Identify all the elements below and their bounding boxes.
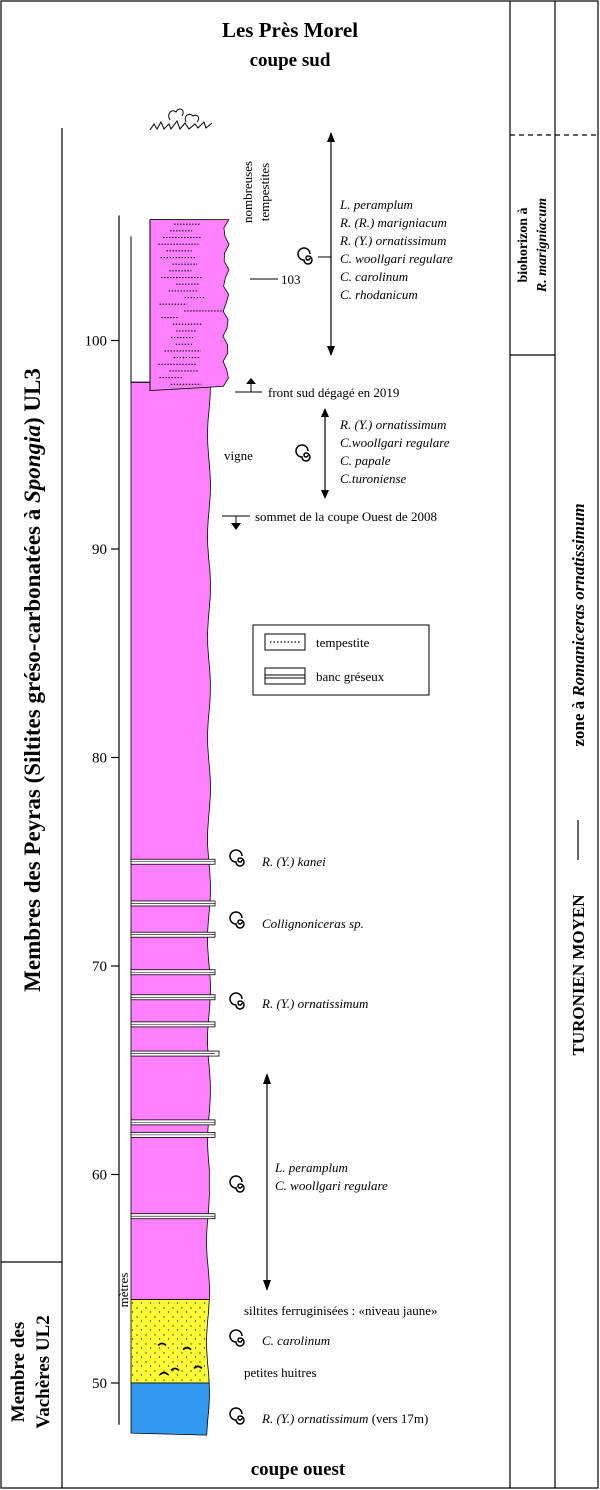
title-line1: Les Près Morel xyxy=(222,18,358,42)
units-label: mètres xyxy=(116,1273,131,1308)
upper-section xyxy=(149,219,230,391)
front-label: front sud dégagé en 2019 xyxy=(268,385,399,400)
title-line2: coupe sud xyxy=(250,50,331,71)
axis-tick-label: 90 xyxy=(92,542,107,558)
oysters-label: petites huitres xyxy=(244,1365,317,1380)
sandstone-beds xyxy=(130,858,220,1376)
oyster-mark xyxy=(182,1346,192,1351)
lithology-unit-siltites-ferruginisées xyxy=(130,1299,210,1384)
fossil-group-5: R. (Y.) ornatissimum xyxy=(261,996,368,1011)
ammonite-icon xyxy=(229,1175,245,1193)
fossil-group-4: Collignoniceras sp. xyxy=(262,916,364,931)
column-step xyxy=(130,236,150,383)
stage-label: TURONIEN MOYEN xyxy=(569,894,588,1056)
ammonite-icon xyxy=(229,1329,245,1347)
fossil-group-8: R. (Y.) ornatissimum (vers 17m) xyxy=(261,1411,428,1426)
lithology-column xyxy=(130,108,230,1436)
lithology-unit-siltites xyxy=(130,381,211,1300)
legend-sandstone-swatch xyxy=(264,667,306,685)
ammonite-icon xyxy=(229,911,245,929)
ammonite-icon xyxy=(229,992,245,1010)
axis-tick-label: 60 xyxy=(92,1168,107,1184)
fossil-lists: L. peramplum R. (R.) marigniacum R. (Y.)… xyxy=(261,197,456,1426)
fossil-group-3: R. (Y.) kanei xyxy=(261,854,326,869)
vigne-label: vigne xyxy=(224,448,253,463)
member-upper-label: Membres des Peyras (Siltites gréso-carbo… xyxy=(20,368,45,992)
axis-tick-label: 100 xyxy=(85,334,108,350)
fossil-group-6: L. peramplum C. woollgari regulare xyxy=(274,1160,388,1193)
fossil-group-2: R. (Y.) ornatissimum C.woollgari regular… xyxy=(339,417,453,486)
axis-tick-label: 50 xyxy=(92,1376,107,1392)
axis-tick-label: 70 xyxy=(92,959,107,975)
ammonite-icons xyxy=(229,247,313,1425)
ammonite-icon xyxy=(295,444,311,462)
fossil-group-1: L. peramplum R. (R.) marigniacum R. (Y.)… xyxy=(339,197,456,302)
west-top-label: sommet de la coupe Ouest de 2008 xyxy=(255,509,437,524)
legend: tempestite banc gréseux xyxy=(252,624,430,696)
legend-tempestite-label: tempestite xyxy=(316,635,370,650)
lithology-unit-base xyxy=(130,1382,210,1436)
ammonite-icon xyxy=(229,1407,245,1425)
oyster-mark xyxy=(157,1342,167,1347)
fossil-group-7: C. carolinum xyxy=(262,1333,330,1348)
legend-sandstone-label: banc gréseux xyxy=(316,669,385,684)
plant-icon xyxy=(168,108,200,123)
oyster-mark xyxy=(159,1371,169,1376)
zone-label: zone à Romaniceras ornatissimum xyxy=(569,503,588,746)
oyster-mark xyxy=(170,1367,180,1372)
depth-axis: 50 60 70 80 90 100 xyxy=(85,215,120,1425)
oyster-mark xyxy=(193,1365,203,1370)
axis-tick-label: 80 xyxy=(92,751,107,767)
bed-103-label: 103 xyxy=(281,272,301,287)
ammonite-icon xyxy=(297,247,313,265)
ammonite-icon xyxy=(229,849,245,867)
vegetation-icon xyxy=(149,119,213,131)
footer-label: coupe ouest xyxy=(251,1459,346,1480)
yellow-level-label: siltites ferruginisées : «niveau jaune» xyxy=(244,1303,438,1318)
